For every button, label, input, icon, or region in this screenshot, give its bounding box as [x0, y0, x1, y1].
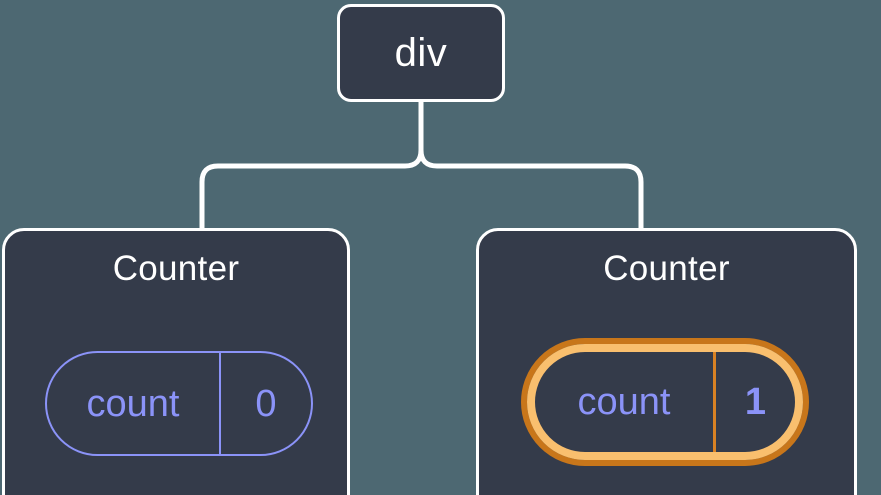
connector-root-to-right-child [418, 99, 644, 231]
state-value-label: 0 [219, 353, 311, 454]
state-pill-inner: count 1 [527, 344, 803, 460]
state-pill-count-left[interactable]: count 0 [45, 351, 313, 456]
node-counter-right[interactable]: Counter count 1 [476, 228, 857, 495]
state-pill-count-right-highlighted[interactable]: count 1 [521, 338, 809, 466]
state-key-label: count [86, 382, 180, 425]
state-value-label: 1 [713, 352, 795, 452]
node-counter-left-title: Counter [112, 249, 240, 288]
node-div[interactable]: div [337, 4, 505, 102]
connector-root-to-left-child [199, 99, 424, 231]
state-key-label: count [577, 381, 671, 423]
node-counter-left[interactable]: Counter count 0 [2, 228, 350, 495]
node-counter-right-title: Counter [603, 249, 730, 288]
node-div-label: div [394, 31, 448, 75]
